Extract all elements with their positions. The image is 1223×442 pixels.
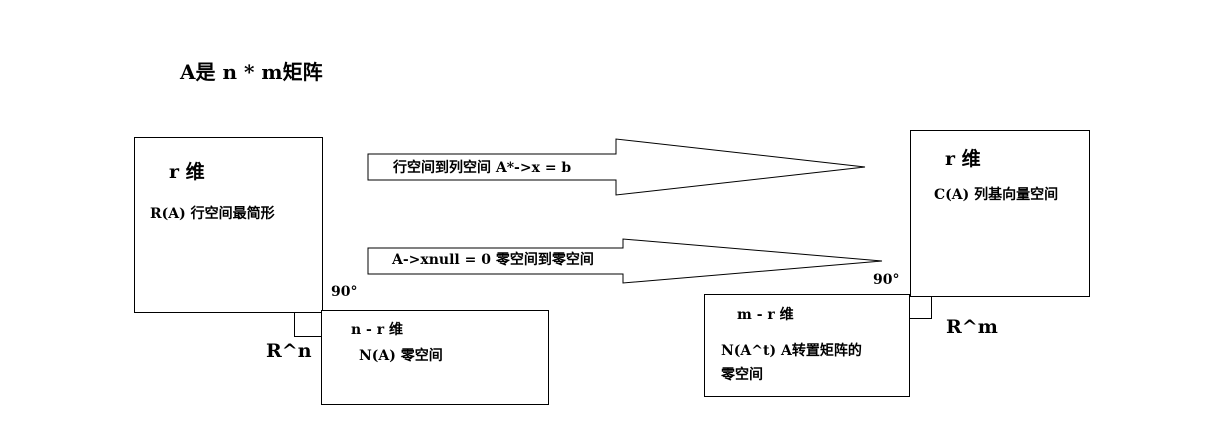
null-space-label: N(A) 零空间 [359, 348, 443, 364]
top-arrow-label: 行空间到列空间 A*->x = b [393, 160, 572, 176]
row-space-label: R(A) 行空间最简形 [150, 206, 275, 222]
right-space-label: R^m [946, 316, 998, 338]
left-space-label: R^n [266, 340, 312, 362]
diagram-title: A是 n * m矩阵 [180, 60, 323, 84]
column-space-label: C(A) 列基向量空间 [934, 187, 1059, 203]
left-right-angle-mark [294, 312, 322, 337]
row-space-box: r 维 R(A) 行空间最简形 [134, 137, 323, 313]
column-space-box: r 维 C(A) 列基向量空间 [910, 130, 1090, 297]
row-space-dimension: r 维 [169, 161, 205, 183]
left-null-space-box: m - r 维 N(A^t) A转置矩阵的 零空间 [704, 294, 910, 397]
left-angle-label: 90° [331, 284, 358, 300]
null-space-dimension: n - r 维 [351, 322, 403, 338]
left-null-space-label-line1: N(A^t) A转置矩阵的 [721, 343, 862, 359]
left-null-space-label-line2: 零空间 [721, 367, 763, 383]
right-right-angle-mark [908, 296, 932, 319]
right-angle-label: 90° [873, 272, 900, 288]
bottom-arrow-label: A->xnull = 0 零空间到零空间 [392, 252, 594, 268]
left-null-space-dimension: m - r 维 [737, 307, 794, 323]
null-space-box: n - r 维 N(A) 零空间 [321, 310, 549, 405]
column-space-dimension: r 维 [945, 148, 981, 170]
